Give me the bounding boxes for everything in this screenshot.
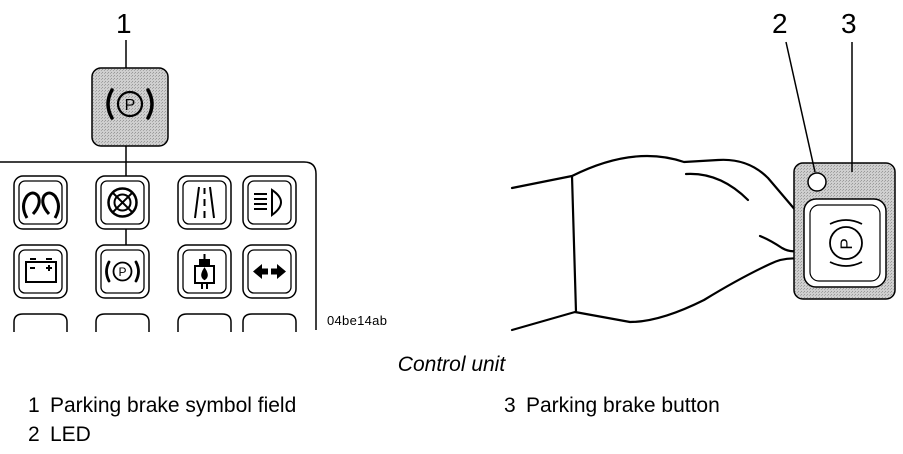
- legend-text: Parking brake symbol field: [50, 394, 297, 417]
- panel-key-headlight: [242, 175, 297, 230]
- battery-icon: [25, 258, 57, 283]
- lane-lines-icon: [194, 186, 215, 219]
- parking-brake-symbol-field-enlarged: P: [91, 67, 169, 147]
- panel-key-row-3: [13, 313, 297, 332]
- panel-key-lane-lines: [177, 175, 232, 230]
- parking-brake-icon: P: [105, 260, 140, 283]
- panel-key-glow-plug: [13, 175, 68, 230]
- instrument-panel-outline: [0, 161, 317, 330]
- parking-brake-control-unit: P: [793, 162, 896, 300]
- hand-illustration: [510, 154, 815, 332]
- legend-text: Parking brake button: [526, 394, 720, 417]
- callout-2-leader: [785, 41, 816, 173]
- legend-item-2: 2 LED: [28, 423, 91, 447]
- legend-item-3: 3 Parking brake button: [504, 394, 720, 418]
- panel-key-turn-signal: [242, 244, 297, 299]
- callout-1-label: 1: [116, 8, 132, 39]
- legend-text: LED: [50, 423, 91, 446]
- svg-text:P: P: [125, 97, 136, 114]
- parking-brake-button-icon: P: [829, 219, 863, 267]
- brake-fault-icon: [107, 187, 138, 218]
- led-indicator: [807, 172, 827, 192]
- figure-caption: Control unit: [397, 353, 506, 376]
- callout-2-label: 2: [772, 8, 788, 39]
- svg-text:P: P: [118, 265, 126, 279]
- panel-key-coolant: [177, 244, 232, 299]
- coolant-icon: [194, 254, 215, 289]
- panel-key-brake-fault: [95, 175, 150, 230]
- legend-number: 2: [28, 423, 40, 446]
- panel-key-parking-brake: P: [95, 244, 150, 299]
- svg-text:P: P: [837, 238, 856, 249]
- headlight-icon: [254, 188, 282, 217]
- panel-key-battery: [13, 244, 68, 299]
- turn-signal-icon: [253, 264, 286, 279]
- legend-item-1: 1 Parking brake symbol field: [28, 394, 296, 418]
- parking-brake-icon: P: [106, 88, 154, 120]
- legend-number: 3: [504, 394, 516, 417]
- legend-number: 1: [28, 394, 40, 417]
- reference-code: 04be14ab: [327, 313, 388, 328]
- callout-3-label: 3: [841, 8, 857, 39]
- glow-plug-icon: [22, 191, 60, 219]
